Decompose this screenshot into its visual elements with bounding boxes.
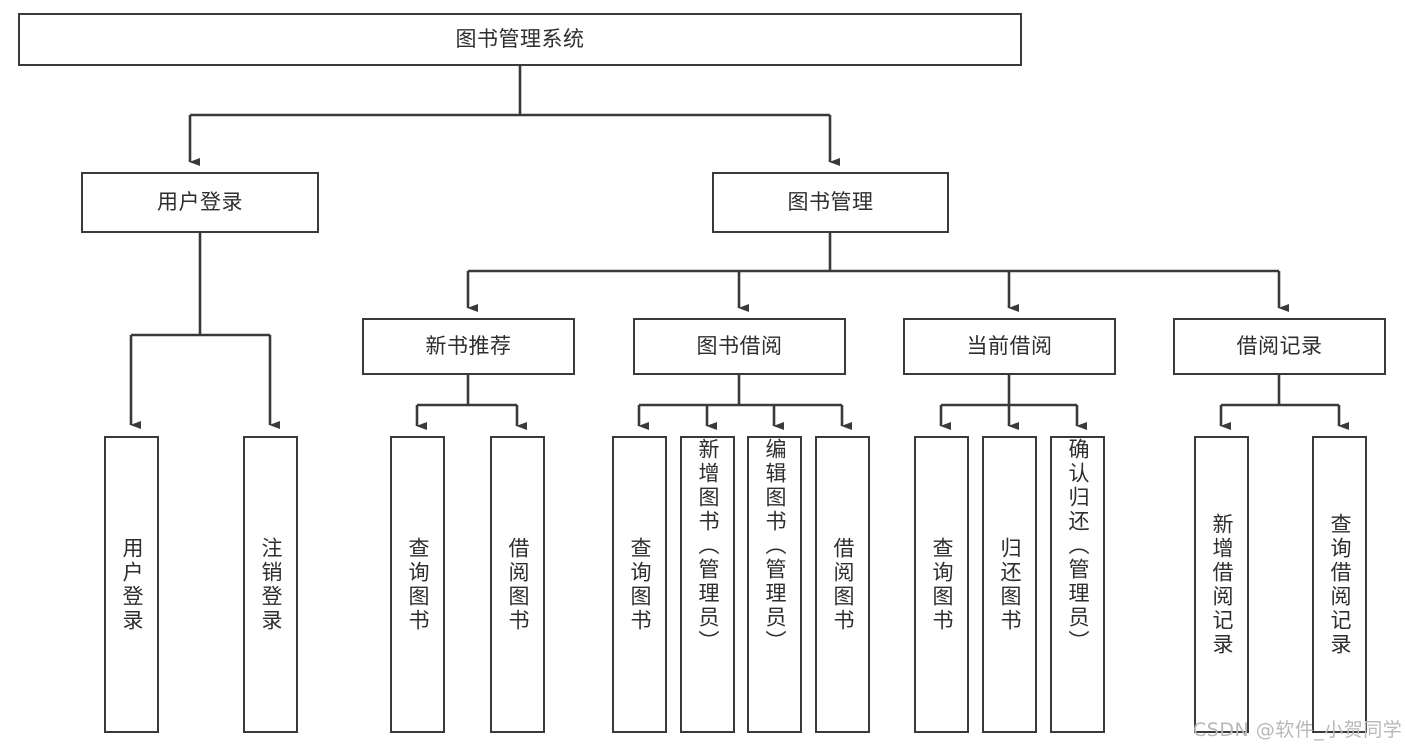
leaf-book-borrow-add-book-admin[interactable]: 新增图书（管理员） [680, 436, 735, 733]
leaf-book-borrow-borrow-book[interactable]: 借阅图书 [815, 436, 870, 733]
node-borrow-record[interactable]: 借阅记录 [1173, 318, 1386, 375]
node-book-borrow[interactable]: 图书借阅 [633, 318, 846, 375]
leaf-book-borrow-edit-book-admin[interactable]: 编辑图书（管理员） [747, 436, 802, 733]
node-label: 查询图书 [930, 536, 954, 633]
node-user-login[interactable]: 用户登录 [81, 172, 319, 233]
node-book-management[interactable]: 图书管理 [712, 172, 949, 233]
node-label: 确认归还（管理员） [1066, 438, 1090, 654]
node-label: 新增图书（管理员） [696, 438, 720, 654]
node-current-borrow[interactable]: 当前借阅 [903, 318, 1116, 375]
leaf-new-book-query-book[interactable]: 查询图书 [390, 436, 445, 733]
node-label: 用户登录 [157, 190, 243, 215]
node-label: 注销登录 [259, 536, 283, 633]
leaf-book-borrow-query-book[interactable]: 查询图书 [612, 436, 667, 733]
node-label: 图书管理系统 [455, 27, 585, 52]
leaf-borrow-record-query-record[interactable]: 查询借阅记录 [1312, 436, 1367, 733]
leaf-current-borrow-confirm-return-admin[interactable]: 确认归还（管理员） [1050, 436, 1105, 733]
node-label: 借阅图书 [831, 536, 855, 633]
leaf-current-borrow-return-book[interactable]: 归还图书 [982, 436, 1037, 733]
node-label: 借阅图书 [506, 536, 530, 633]
node-label: 当前借阅 [966, 334, 1053, 359]
node-label: 图书管理 [787, 190, 874, 215]
leaf-borrow-record-add-record[interactable]: 新增借阅记录 [1194, 436, 1249, 733]
node-label: 新增借阅记录 [1210, 512, 1234, 657]
leaf-current-borrow-query-book[interactable]: 查询图书 [914, 436, 969, 733]
leaf-new-book-borrow-book[interactable]: 借阅图书 [490, 436, 545, 733]
node-label: 借阅记录 [1236, 334, 1323, 359]
node-label: 新书推荐 [425, 334, 512, 359]
leaf-user-login-login[interactable]: 用户登录 [104, 436, 159, 733]
node-label: 图书借阅 [696, 334, 783, 359]
node-label: 查询图书 [406, 536, 430, 633]
node-new-book-recommend[interactable]: 新书推荐 [362, 318, 575, 375]
node-root-book-management-system[interactable]: 图书管理系统 [18, 13, 1022, 66]
leaf-user-login-logout[interactable]: 注销登录 [243, 436, 298, 733]
node-label: 查询借阅记录 [1328, 512, 1352, 657]
node-label: 编辑图书（管理员） [763, 438, 787, 654]
watermark-text: CSDN @软件_小贺同学 [1193, 719, 1403, 741]
node-label: 用户登录 [120, 536, 144, 633]
node-label: 归还图书 [998, 536, 1022, 633]
node-label: 查询图书 [628, 536, 652, 633]
